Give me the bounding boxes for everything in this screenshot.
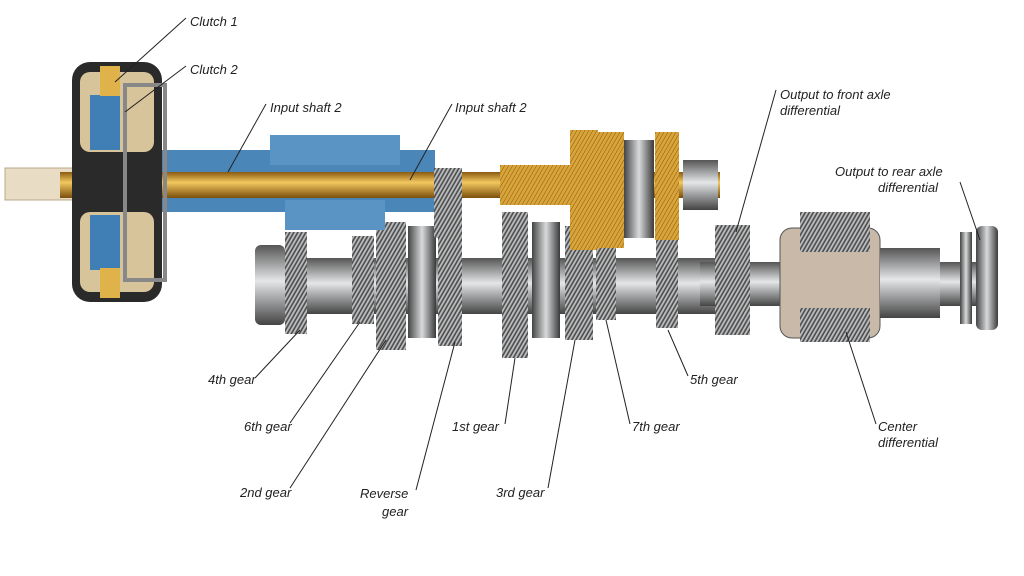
leader-lines <box>114 17 981 491</box>
label-input-shaft-b: Input shaft 2 <box>455 100 527 115</box>
label-7th-gear: 7th gear <box>632 419 680 434</box>
gear-1st <box>502 212 528 358</box>
label-clutch-1: Clutch 1 <box>190 14 238 29</box>
label-center-diff-line1: Center <box>878 419 918 434</box>
label-1st-gear: 1st gear <box>452 419 499 434</box>
label-center-diff-line2: differential <box>878 435 938 450</box>
label-reverse-line2: gear <box>382 504 409 519</box>
label-reverse-line1: Reverse <box>360 486 409 501</box>
gear-2nd <box>376 222 406 350</box>
label-3rd-gear: 3rd gear <box>496 485 545 500</box>
label-5th-gear: 5th gear <box>690 372 738 387</box>
label-clutch-2: Clutch 2 <box>190 62 238 77</box>
dual-clutch <box>72 62 167 302</box>
label-output-rear-line1: Output to rear axle <box>835 164 943 179</box>
gear-7th <box>596 246 616 320</box>
label-2nd-gear: 2nd gear <box>240 485 292 500</box>
label-6th-gear: 6th gear <box>244 419 292 434</box>
countershaft-gears <box>285 188 678 358</box>
gear-5th <box>656 238 678 328</box>
gear-6th <box>352 236 374 324</box>
label-input-shaft-a: Input shaft 2 <box>270 100 342 115</box>
synchro-a <box>408 226 436 338</box>
synchro-b <box>532 222 560 338</box>
label-4th-gear: 4th gear <box>208 372 256 387</box>
center-differential <box>700 212 998 342</box>
label-output-front-line1: Output to front axle <box>780 87 891 102</box>
countershaft <box>255 245 715 325</box>
gear-4th <box>285 232 307 334</box>
label-output-rear-line2: differential <box>878 180 938 195</box>
label-output-front-line2: differential <box>780 103 840 118</box>
